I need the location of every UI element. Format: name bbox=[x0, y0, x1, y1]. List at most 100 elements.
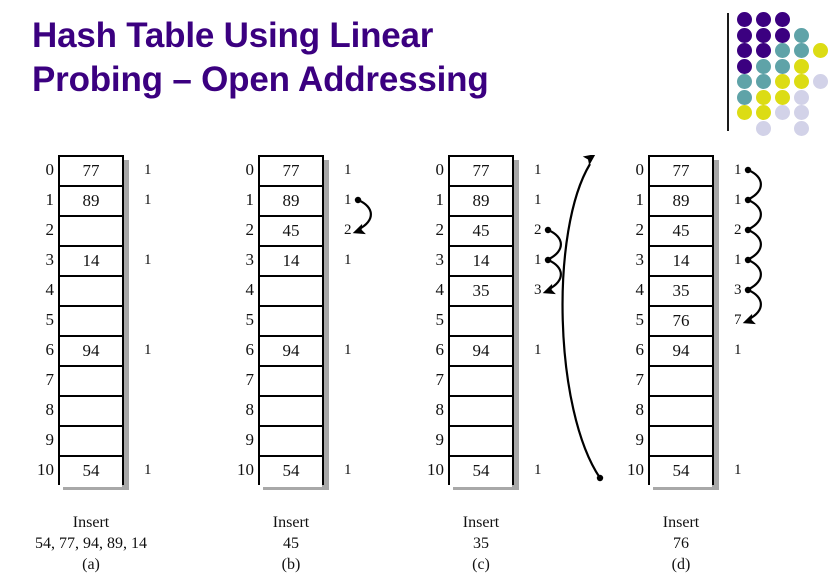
index-label: 0 bbox=[245, 160, 255, 179]
probe-count-label bbox=[344, 425, 358, 455]
index-label: 1 bbox=[45, 190, 55, 209]
panel-caption-d: Insert 76 (d) bbox=[662, 514, 700, 573]
index-label: 10 bbox=[237, 460, 254, 479]
table-cell-filled: 94 bbox=[60, 337, 122, 367]
table-cell-empty bbox=[650, 367, 712, 397]
table-cell-filled: 54 bbox=[650, 457, 712, 487]
table-cell-filled: 94 bbox=[260, 337, 322, 367]
panel-caption-b: Insert 45 (b) bbox=[272, 514, 310, 573]
index-label: 5 bbox=[245, 310, 255, 329]
index-label: 2 bbox=[45, 220, 55, 239]
index-label: 5 bbox=[435, 310, 445, 329]
header-divider-rule bbox=[727, 13, 729, 131]
table-cell-filled: 14 bbox=[60, 247, 122, 277]
decorative-dot bbox=[775, 105, 790, 120]
index-label: 6 bbox=[245, 340, 255, 359]
decorative-dot bbox=[775, 74, 790, 89]
index-label: 9 bbox=[435, 430, 445, 449]
index-label: 5 bbox=[635, 310, 645, 329]
probe-count-label: 1 bbox=[344, 252, 352, 268]
probe-count-label: 1 bbox=[144, 162, 152, 178]
index-label: 7 bbox=[635, 370, 645, 389]
table-cell-filled: 54 bbox=[450, 457, 512, 487]
probe-count-label bbox=[344, 395, 358, 425]
table-cell-filled: 89 bbox=[260, 187, 322, 217]
decorative-dot bbox=[794, 89, 809, 105]
table-cell-filled: 45 bbox=[450, 217, 512, 247]
table-cell-empty bbox=[260, 397, 322, 427]
probe-count-label: 1 bbox=[144, 252, 152, 268]
index-label: 4 bbox=[45, 280, 55, 299]
decorative-dot bbox=[756, 120, 771, 136]
probe-count-label: 1 bbox=[734, 192, 742, 208]
decorative-dot bbox=[794, 27, 809, 43]
decorative-dot bbox=[756, 27, 771, 43]
probe-count-label: 7 bbox=[734, 312, 742, 328]
index-label: 3 bbox=[635, 250, 645, 269]
index-label: 6 bbox=[45, 340, 55, 359]
probe-count-label bbox=[344, 275, 358, 305]
panel-caption-a: Insert 54, 77, 94, 89, 14 (a) bbox=[35, 514, 147, 573]
table-cell-empty bbox=[60, 367, 122, 397]
index-label: 6 bbox=[635, 340, 645, 359]
decorative-dot bbox=[756, 105, 771, 120]
index-label: 1 bbox=[635, 190, 645, 209]
decorative-dot bbox=[737, 105, 752, 120]
decorative-dot bbox=[775, 27, 790, 43]
table-cell-filled: 54 bbox=[60, 457, 122, 487]
index-label: 4 bbox=[435, 280, 445, 299]
probe-count-label bbox=[534, 365, 548, 395]
probe-count-label: 1 bbox=[734, 462, 742, 478]
table-cell-empty bbox=[260, 307, 322, 337]
probe-count-label bbox=[144, 395, 158, 425]
probe-count-label bbox=[144, 305, 158, 335]
decorative-dot bbox=[794, 74, 809, 89]
index-label: 3 bbox=[435, 250, 445, 269]
probe-count-label: 1 bbox=[144, 342, 152, 358]
decorative-dot bbox=[813, 43, 828, 58]
probe-count-label: 1 bbox=[534, 252, 542, 268]
probe-count-label: 1 bbox=[734, 342, 742, 358]
probe-count-label: 1 bbox=[534, 192, 542, 208]
index-label: 4 bbox=[635, 280, 645, 299]
probe-count-label: 1 bbox=[534, 162, 542, 178]
table-cell-filled: 45 bbox=[260, 217, 322, 247]
index-label: 0 bbox=[435, 160, 445, 179]
table-cell-empty bbox=[650, 427, 712, 457]
index-label: 5 bbox=[45, 310, 55, 329]
index-label: 1 bbox=[435, 190, 445, 209]
table-cell-empty bbox=[260, 427, 322, 457]
probe-count-label bbox=[734, 365, 748, 395]
decorative-dot bbox=[813, 74, 828, 89]
probe-count-label bbox=[534, 395, 548, 425]
probe-count-label: 1 bbox=[734, 162, 742, 178]
probe-arrow-origin-dot bbox=[596, 474, 604, 482]
index-label: 2 bbox=[435, 220, 445, 239]
table-cell-empty bbox=[60, 397, 122, 427]
probe-count-label bbox=[144, 365, 158, 395]
table-cell-filled: 35 bbox=[650, 277, 712, 307]
index-label: 8 bbox=[245, 400, 255, 419]
probe-count-label bbox=[344, 365, 358, 395]
decorative-dot bbox=[794, 105, 809, 120]
table-cell-empty bbox=[450, 427, 512, 457]
page-title: Hash Table Using Linear Probing – Open A… bbox=[32, 16, 489, 99]
probe-arrow-head bbox=[582, 155, 596, 166]
table-cell-empty bbox=[450, 397, 512, 427]
probe-count-label bbox=[534, 425, 548, 455]
index-label: 9 bbox=[245, 430, 255, 449]
table-cell-filled: 14 bbox=[650, 247, 712, 277]
index-label: 2 bbox=[635, 220, 645, 239]
table-cell-filled: 89 bbox=[450, 187, 512, 217]
